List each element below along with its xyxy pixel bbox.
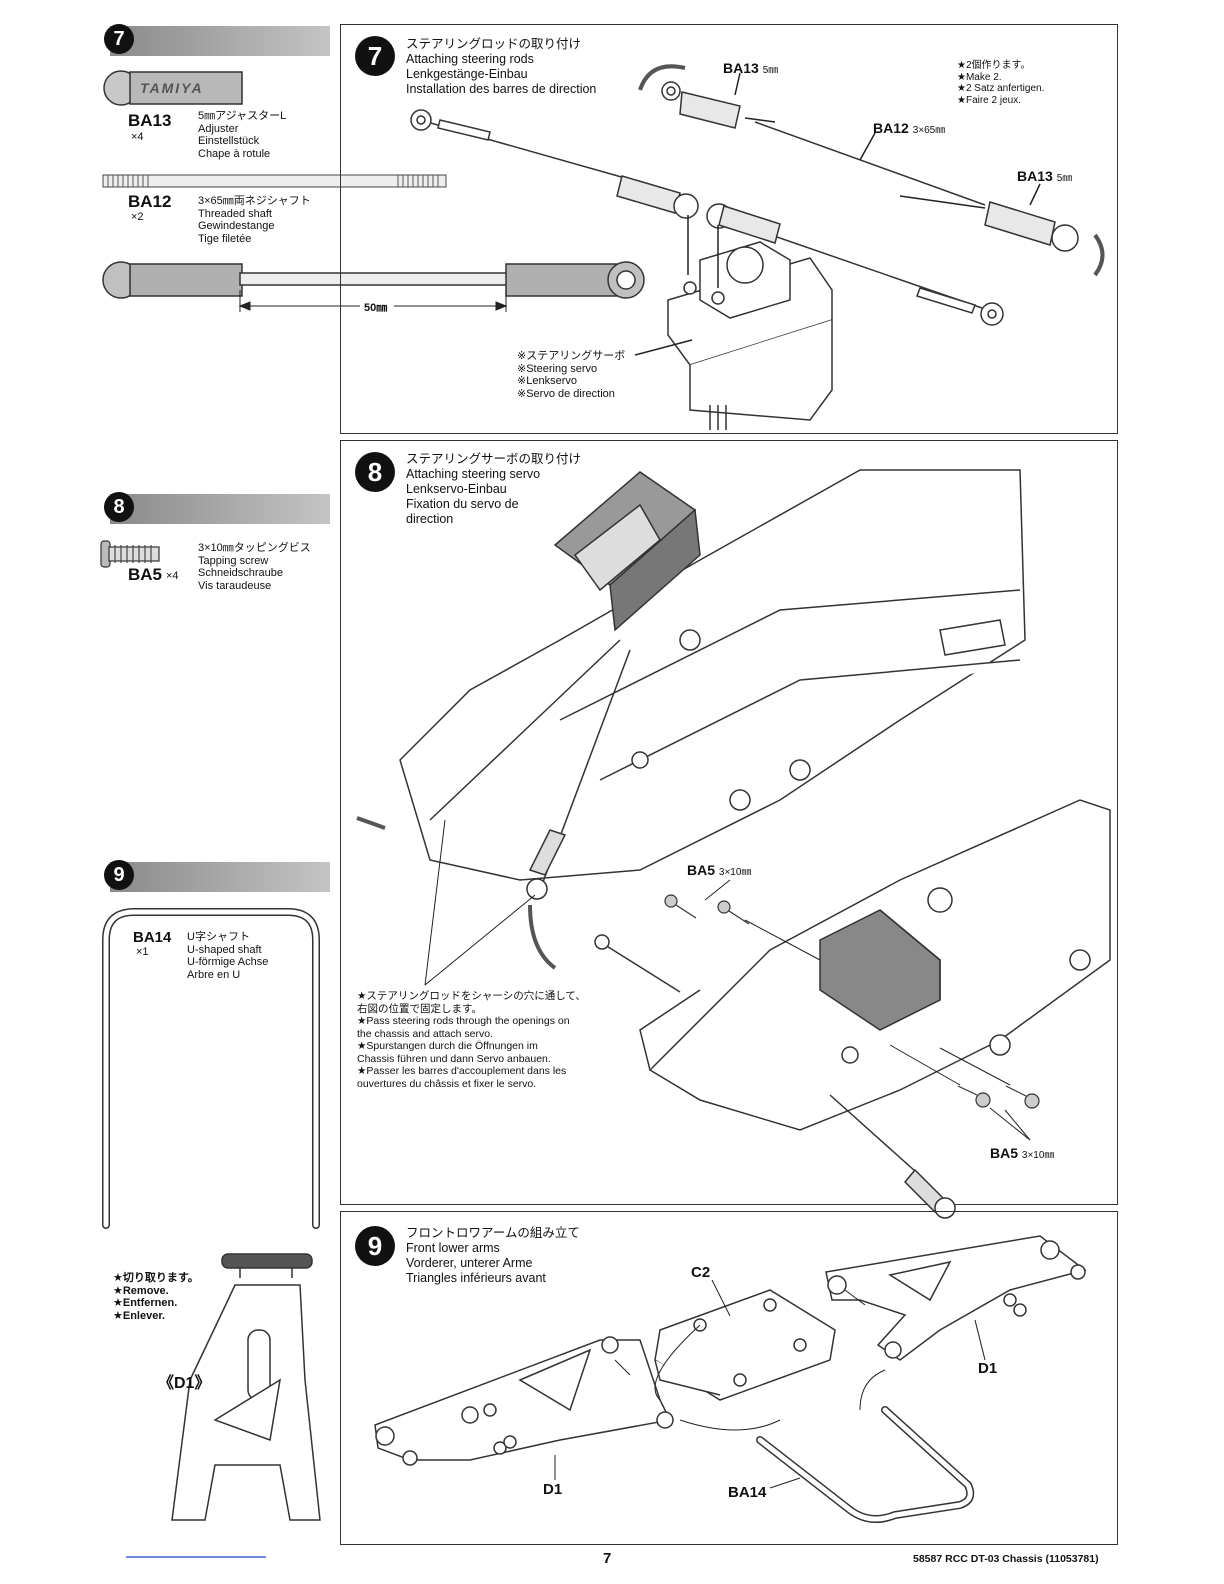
panel8-callout-ba5-bottom: BA5 3×10㎜ (990, 1145, 1054, 1161)
panel7-ba13-right-size: 5㎜ (1056, 173, 1073, 184)
panel9-number-badge: 9 (355, 1226, 395, 1266)
panel7-ba12-size: 3×65㎜ (912, 125, 946, 136)
panel9-callout-ba14: BA14 (728, 1484, 767, 1501)
ba14-code: BA14 (133, 929, 172, 946)
d1-part-drawing (171, 1253, 321, 1521)
step8-header-bar (110, 494, 330, 524)
step9-number-badge: 9 (104, 860, 134, 890)
ba5-code: BA5 (128, 565, 163, 584)
panel8-ba5-bottom-code: BA5 (990, 1145, 1019, 1161)
step8-number-badge: 8 (104, 492, 134, 522)
ba5-description: 3×10㎜タッピングビス Tapping screw Schneidschrau… (198, 542, 311, 592)
ba14-qty: ×1 (136, 946, 149, 958)
panel8-ba5-top-code: BA5 (687, 862, 716, 878)
panel7-ba13-top-code: BA13 (723, 60, 759, 76)
panel7-callout-ba12: BA12 3×65㎜ (873, 120, 945, 136)
ba13-code: BA13 (128, 111, 172, 130)
panel9-callout-d1-right: D1 (978, 1360, 998, 1377)
panel8-number-badge: 8 (355, 452, 395, 492)
panel9-callout-c2: C2 (691, 1264, 711, 1281)
document-id: 58587 RCC DT-03 Chassis (11053781) (913, 1553, 1099, 1565)
panel-step8 (340, 440, 1118, 1205)
panel7-number-badge: 7 (355, 36, 395, 76)
panel7-callout-ba13-right: BA13 5㎜ (1017, 168, 1072, 184)
tamiya-logo: TAMIYA (140, 80, 204, 96)
panel7-servo-note: ※ステアリングサーボ ※Steering servo ※Lenkservo ※S… (517, 350, 626, 400)
assembled-rod-drawing (102, 261, 645, 299)
panel7-title: ステアリングロッドの取り付け Attaching steering rods L… (406, 37, 597, 96)
ba5-screw-drawing (100, 540, 160, 568)
dimension-label: 50㎜ (364, 302, 388, 314)
step7-header-bar (110, 26, 330, 56)
panel9-callout-d1-left: D1 (543, 1481, 563, 1498)
panel-step7 (340, 24, 1118, 434)
panel-step9 (340, 1211, 1118, 1545)
panel7-ba12-code: BA12 (873, 120, 909, 136)
ba14-description: U字シャフト U-shaped shaft U-förmige Achse Ar… (187, 931, 269, 981)
panel7-ba13-right-code: BA13 (1017, 168, 1053, 184)
ba13-adjuster-drawing (103, 70, 243, 106)
ba5-qty: ×4 (166, 570, 179, 582)
ba12-code: BA12 (128, 192, 172, 211)
step9-header-bar (110, 862, 330, 892)
ba13-qty: ×4 (131, 131, 144, 143)
panel8-ba5-top-size: 3×10㎜ (718, 867, 752, 878)
remove-note: ★切り取ります。 ★Remove. ★Entfernen. ★Enlever. (113, 1272, 199, 1322)
panel8-instruction: ★ステアリングロッドをシャーシの穴に通して、 右図の位置で固定します。 ★Pas… (357, 990, 586, 1090)
ba12-shaft-drawing (102, 174, 447, 188)
ba13-description: 5㎜アジャスターL Adjuster Einstellstück Chape à… (198, 110, 287, 160)
panel9-title: フロントロワアームの組み立て Front lower arms Vorderer… (406, 1226, 580, 1285)
panel7-ba13-top-size: 5㎜ (762, 65, 779, 76)
ba12-qty: ×2 (131, 211, 144, 223)
panel8-title: ステアリングサーボの取り付け Attaching steering servo … (406, 452, 582, 526)
panel7-callout-ba13-top: BA13 5㎜ (723, 60, 778, 76)
d1-part-label: 《D1》 (158, 1375, 211, 1392)
page-number: 7 (603, 1550, 612, 1567)
panel7-make-note: ★2個作ります。 ★Make 2. ★2 Satz anfertigen. ★F… (957, 60, 1045, 106)
panel8-callout-ba5-top: BA5 3×10㎜ (687, 862, 751, 878)
panel8-ba5-bottom-size: 3×10㎜ (1021, 1150, 1055, 1161)
step7-number-badge: 7 (104, 24, 134, 54)
ba12-description: 3×65㎜両ネジシャフト Threaded shaft Gewindestang… (198, 195, 311, 245)
